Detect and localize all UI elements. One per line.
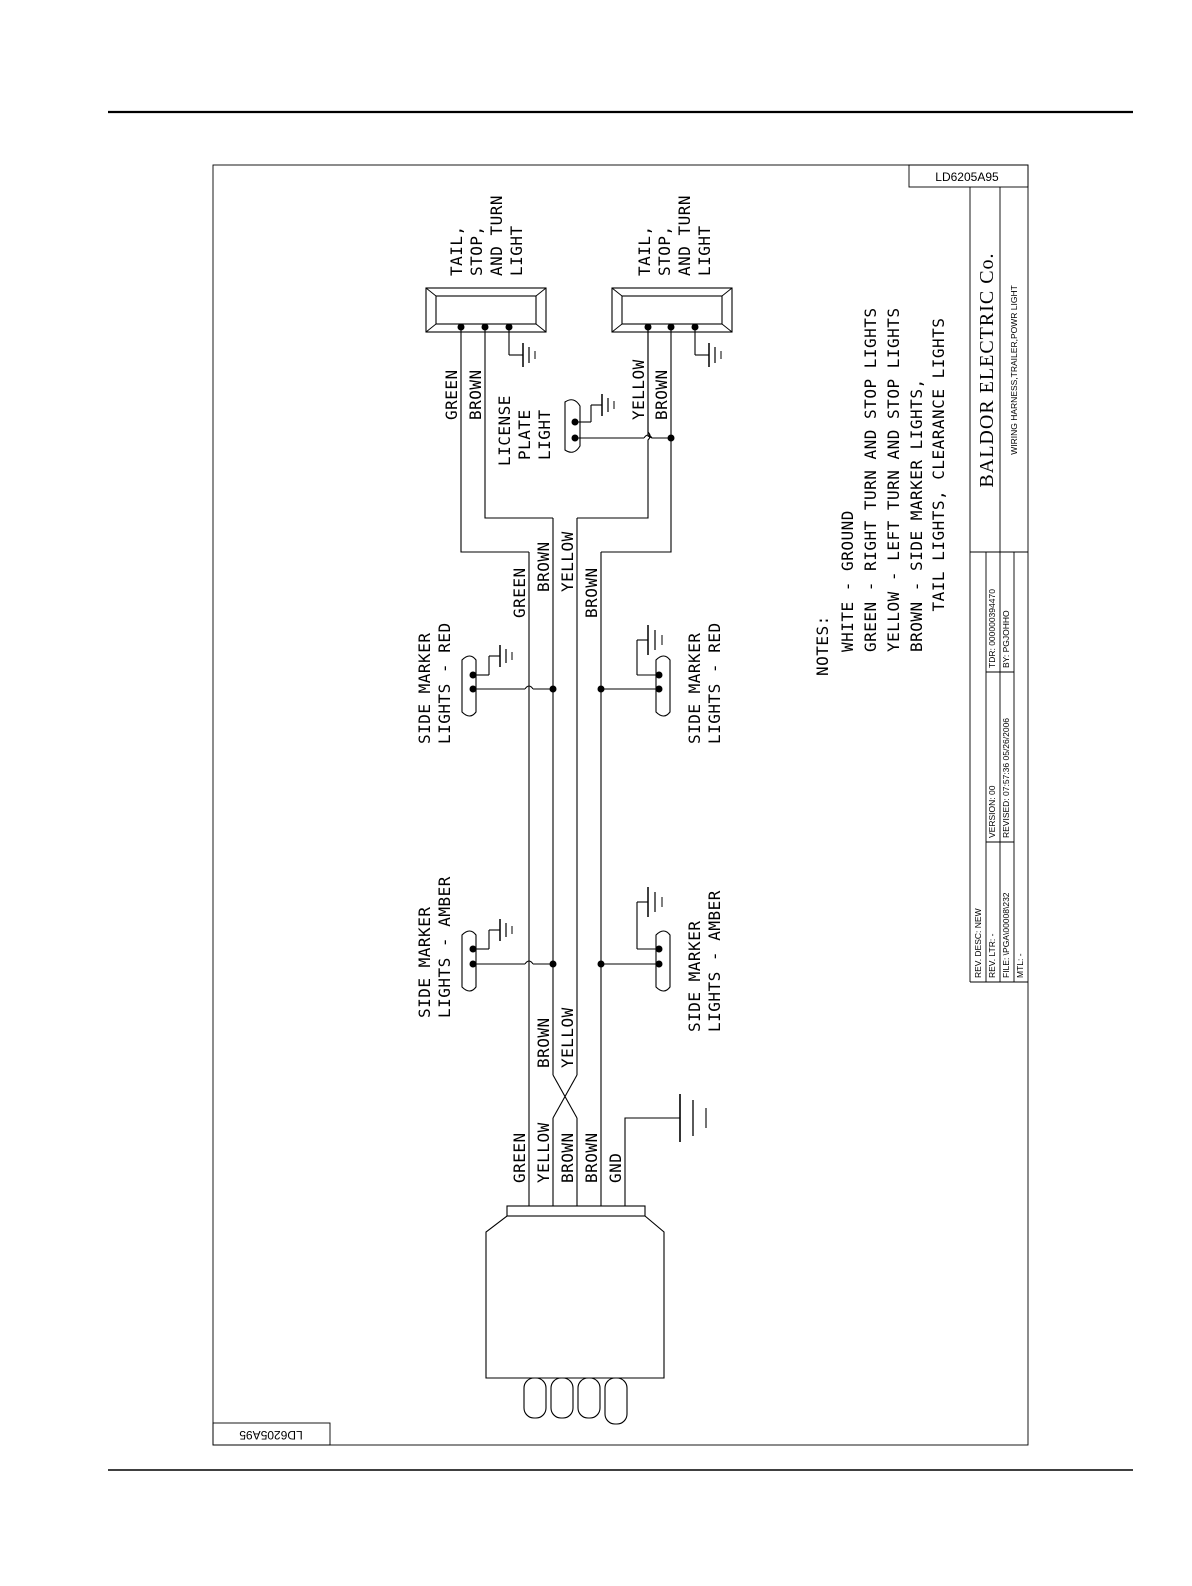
- svg-text:BROWN: BROWN: [558, 1132, 577, 1183]
- note-line-1: WHITE - GROUND: [838, 510, 857, 652]
- svg-text:BROWN: BROWN: [534, 541, 553, 592]
- dwg-number-top: LD6205A95: [935, 170, 999, 184]
- tb-revised: REVISED: 07:57:36 05/26/2006: [1001, 718, 1011, 838]
- svg-text:BROWN: BROWN: [582, 1132, 601, 1183]
- wire-labels: GREEN BROWN YELLOW BROWN GREEN BROWN YEL…: [442, 359, 671, 1183]
- dwg-number-box-top: [908, 164, 1029, 188]
- svg-text:LIGHTS - RED: LIGHTS - RED: [435, 622, 454, 744]
- svg-text:SIDE MARKER: SIDE MARKER: [685, 921, 704, 1032]
- side-marker-red-right: SIDE MARKER LIGHTS - RED: [597, 622, 724, 744]
- svg-text:LIGHTS - AMBER: LIGHTS - AMBER: [435, 876, 454, 1018]
- svg-text:SIDE MARKER: SIDE MARKER: [415, 907, 434, 1018]
- svg-text:BROWN: BROWN: [466, 369, 485, 420]
- tb-mtl: MTL: -: [1015, 953, 1025, 978]
- svg-text:AND TURN: AND TURN: [487, 195, 506, 276]
- trailer-plug: [485, 1200, 665, 1425]
- tb-file: FILE: \PGA\00008\232: [1001, 892, 1011, 978]
- svg-text:YELLOW: YELLOW: [558, 1007, 577, 1068]
- svg-text:LIGHT: LIGHT: [695, 225, 714, 276]
- title-block: BALDOR ELECTRIC Co. WIRING HARNESS,TRAIL…: [969, 187, 1028, 983]
- side-marker-amber-left: SIDE MARKER LIGHTS - AMBER: [415, 876, 557, 1018]
- svg-text:LICENSE: LICENSE: [495, 395, 514, 466]
- svg-text:TAIL,: TAIL,: [447, 225, 466, 276]
- svg-text:AND TURN: AND TURN: [675, 195, 694, 276]
- svg-text:YELLOW: YELLOW: [558, 531, 577, 592]
- note-line-4: BROWN - SIDE MARKER LIGHTS,: [907, 378, 926, 652]
- tb-rev-desc: REV. DESC: NEW: [973, 908, 983, 978]
- svg-text:TAIL,: TAIL,: [635, 225, 654, 276]
- svg-text:YELLOW: YELLOW: [629, 359, 648, 420]
- tb-by: BY: PGJOHHO: [1001, 610, 1011, 668]
- drawing-border: [212, 164, 1029, 1446]
- tail-light-right: TAIL, STOP, AND TURN LIGHT: [611, 195, 733, 367]
- svg-text:BROWN: BROWN: [652, 369, 671, 420]
- svg-text:LIGHT: LIGHT: [507, 225, 526, 276]
- svg-text:BROWN: BROWN: [582, 567, 601, 618]
- svg-text:LIGHT: LIGHT: [535, 409, 554, 460]
- svg-text:PLATE: PLATE: [515, 409, 534, 460]
- tb-version: VERSION: 00: [987, 785, 997, 838]
- svg-text:GREEN: GREEN: [510, 567, 529, 618]
- dwg-number-bottom: LD6205A95: [239, 1428, 303, 1442]
- svg-text:LIGHTS - AMBER: LIGHTS - AMBER: [705, 890, 724, 1032]
- harness-wires: [460, 327, 707, 1200]
- notes-heading: NOTES:: [813, 615, 832, 676]
- note-line-2: GREEN - RIGHT TURN AND STOP LIGHTS: [861, 307, 880, 652]
- svg-text:YELLOW: YELLOW: [534, 1122, 553, 1183]
- tb-rev-ltr: REV. LTR: -: [987, 933, 997, 978]
- company-name: BALDOR ELECTRIC Co.: [976, 252, 998, 487]
- svg-text:BROWN: BROWN: [534, 1017, 553, 1068]
- svg-text:STOP,: STOP,: [655, 225, 674, 276]
- svg-text:SIDE MARKER: SIDE MARKER: [415, 633, 434, 744]
- tb-tdr: TDR: 000000394470: [987, 589, 997, 668]
- note-line-5: TAIL LIGHTS, CLEARANCE LIGHTS: [929, 318, 948, 652]
- side-marker-amber-right: SIDE MARKER LIGHTS - AMBER: [597, 887, 724, 1032]
- license-plate-light: LICENSE PLATE LIGHT: [495, 394, 615, 466]
- svg-text:SIDE MARKER: SIDE MARKER: [685, 633, 704, 744]
- svg-text:LIGHTS - RED: LIGHTS - RED: [705, 622, 724, 744]
- side-marker-red-left: SIDE MARKER LIGHTS - RED: [415, 622, 557, 744]
- svg-text:GREEN: GREEN: [510, 1132, 529, 1183]
- notes: NOTES: WHITE - GROUND GREEN - RIGHT TURN…: [813, 307, 948, 676]
- svg-text:GND: GND: [606, 1153, 625, 1183]
- svg-text:STOP,: STOP,: [467, 225, 486, 276]
- drawing-description: WIRING HARNESS,TRAILER,POWR LIGHT: [1009, 285, 1019, 455]
- svg-text:GREEN: GREEN: [442, 369, 461, 420]
- tail-light-left: TAIL, STOP, AND TURN LIGHT: [425, 195, 547, 367]
- note-line-3: YELLOW - LEFT TURN AND STOP LIGHTS: [884, 307, 903, 652]
- dwg-number-box-bottom: [212, 1422, 331, 1446]
